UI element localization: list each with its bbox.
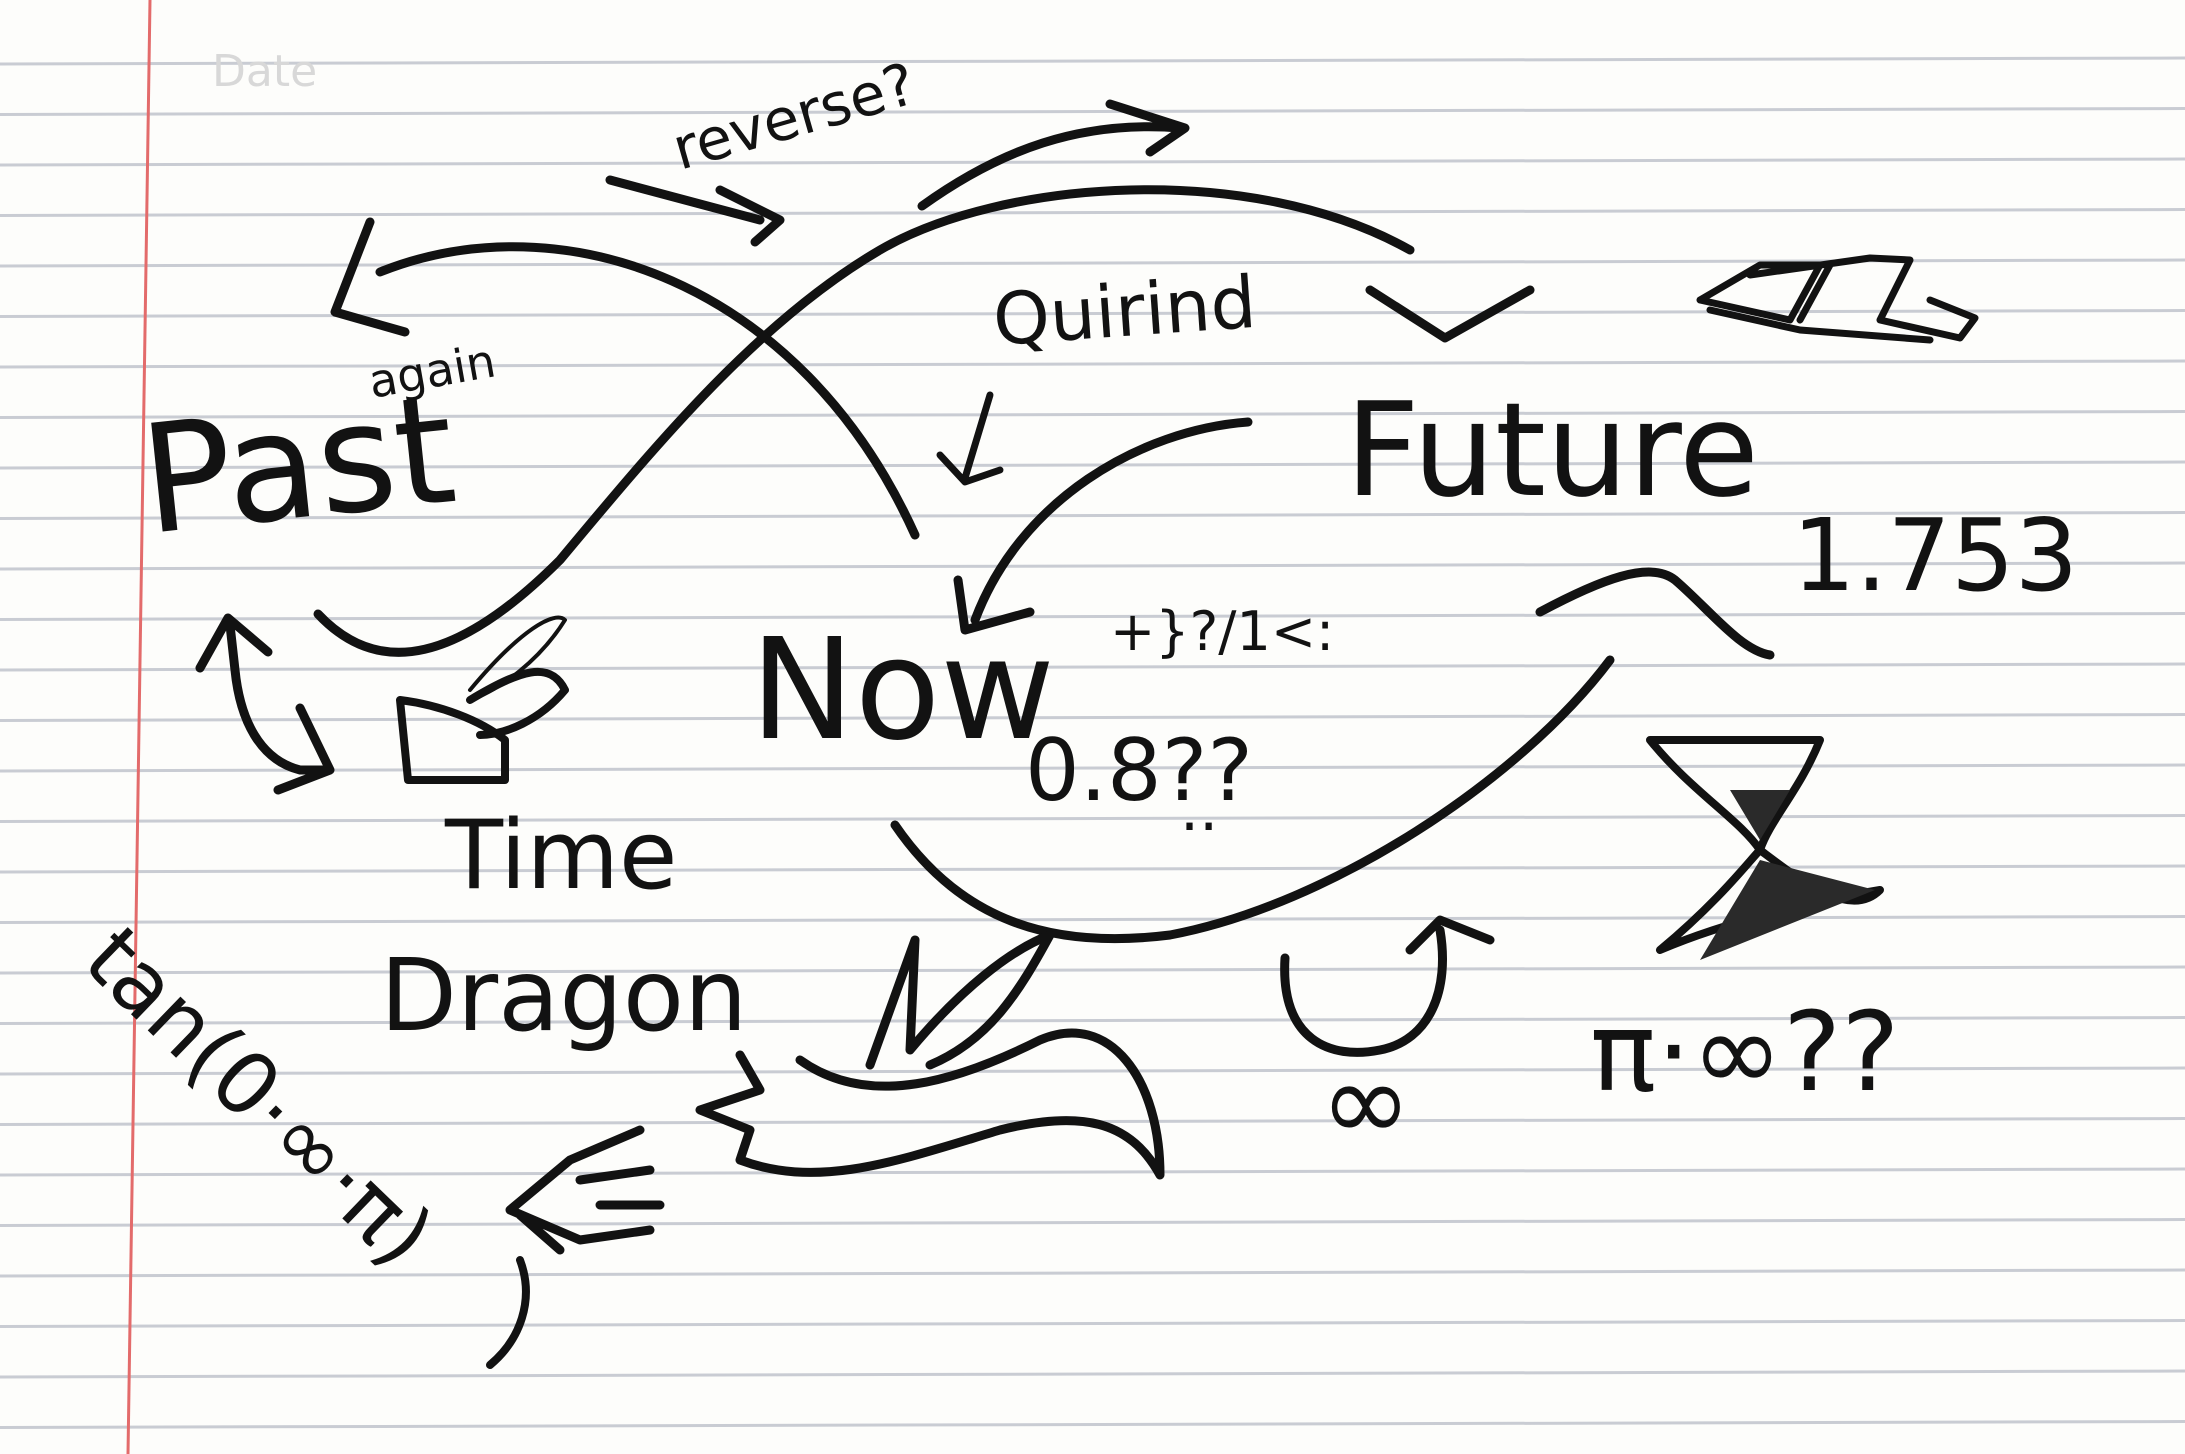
ruled-line (0, 814, 2185, 823)
ruled-line (0, 915, 2185, 924)
ruled-line (0, 763, 2185, 773)
ruled-line (0, 1420, 2185, 1429)
ruled-line (0, 864, 2185, 874)
ruled-line (0, 1167, 2185, 1177)
ruled-line (0, 561, 2185, 571)
node-future: Future (1345, 374, 1759, 526)
node-past: Past (134, 363, 463, 569)
ruled-line (0, 1268, 2185, 1278)
page-header: Date (212, 46, 317, 97)
ruled-line (0, 309, 2185, 318)
dragon-body (695, 1028, 1165, 1180)
now-lower-curve (890, 655, 1615, 944)
broken-blocks-sketch (1696, 254, 1979, 344)
s-curve-arrow (313, 185, 1415, 657)
ruled-line (0, 460, 2185, 470)
dragon-claw (505, 1125, 665, 1255)
label-again: again (365, 334, 500, 409)
ruled-lines (0, 56, 2185, 1429)
node-now: Now (750, 609, 1055, 772)
reverse-arrow-left (605, 175, 785, 247)
ruled-line (0, 1066, 2185, 1076)
infinity-loop-arrow (1280, 915, 1495, 1057)
margin-line (126, 0, 152, 1454)
past-arrowhead (330, 217, 410, 337)
ruled-line (0, 1369, 2185, 1379)
ruled-line (0, 965, 2185, 975)
ruled-line (0, 1218, 2185, 1227)
ruled-line (0, 157, 2185, 167)
reverse-arrow-right (917, 99, 1190, 211)
ruled-line (0, 208, 2185, 217)
label-now-dots: .. (1180, 775, 1218, 845)
ruled-line (0, 359, 2185, 369)
node-time: Time (444, 801, 678, 911)
label-future-value: 1.753 (1792, 497, 2078, 614)
ruled-line (0, 56, 2185, 66)
future-arrowhead (1365, 285, 1535, 343)
dragon-wing (865, 930, 1055, 1070)
ruled-line (0, 612, 2185, 621)
future-to-now-arrow (970, 417, 1253, 625)
ruled-line (0, 258, 2185, 268)
quirind-arrow (936, 391, 1004, 486)
dragon-horn (468, 615, 567, 702)
ruled-line (0, 713, 2185, 722)
dragon-head-sketch (396, 667, 569, 784)
ruled-line (0, 511, 2185, 520)
ruled-line (0, 1016, 2185, 1025)
label-now-value: 0.8?? (1025, 721, 1253, 821)
past-to-now-arc (375, 242, 920, 540)
label-infinity: ∞ (1320, 1038, 1412, 1166)
label-now-scribble: +}?/1<: (1110, 600, 1334, 663)
label-quirind: Quirind (990, 260, 1258, 362)
node-dragon: Dragon (380, 937, 747, 1054)
ruled-line (0, 1319, 2185, 1328)
now-arrowhead (953, 575, 1035, 635)
right-hump-arrow (1535, 567, 1775, 660)
ruled-line (0, 662, 2185, 672)
ruled-line (0, 410, 2185, 419)
label-pi-infinity: π·∞?? (1590, 988, 1900, 1116)
ruled-line (0, 107, 2185, 116)
tan-bracket (486, 1256, 530, 1369)
hourglass-sand (1700, 790, 1875, 960)
past-cycle-arrow (195, 613, 335, 795)
